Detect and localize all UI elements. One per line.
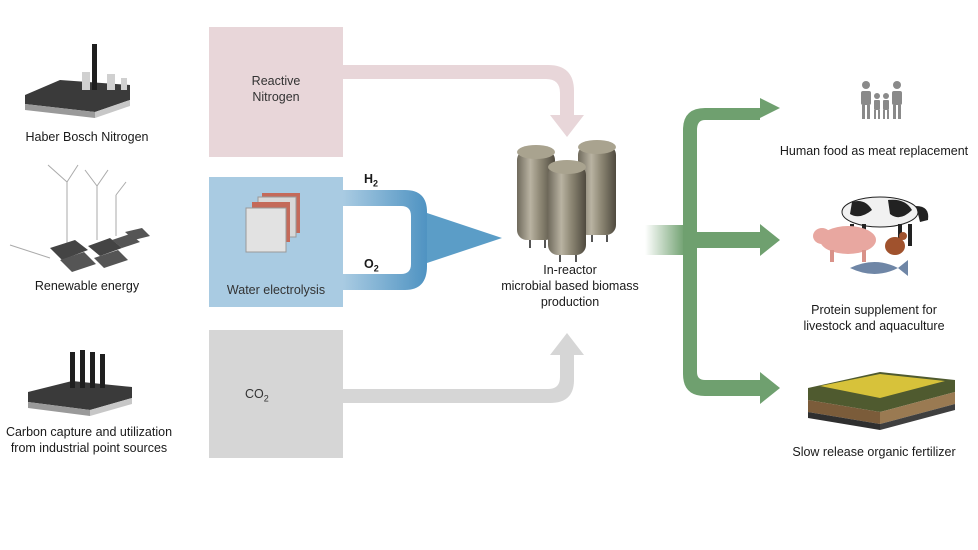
renewable-energy-label: Renewable energy <box>34 279 140 293</box>
o2-subscript: 2 <box>373 263 379 274</box>
bioreactor-icon <box>517 140 616 262</box>
output-fade <box>645 225 685 255</box>
water-electrolysis-label: Water electrolysis <box>226 283 326 297</box>
h2-symbol: H <box>364 172 374 186</box>
o2-label: O2 <box>364 256 379 277</box>
electrolyzer-icon <box>245 193 300 253</box>
carbon-capture-label-line2: from industrial point sources <box>10 441 168 455</box>
o2-symbol: O <box>364 257 374 271</box>
family-icon <box>861 81 902 119</box>
carbon-capture-label-line1: Carbon capture and utilization <box>5 425 173 439</box>
protein-supplement-label-line1: Protein supplement for <box>811 303 937 317</box>
co2-subscript: 2 <box>263 393 269 404</box>
reactor-label-line1: In-reactor <box>543 263 597 277</box>
reactive-nitrogen-box <box>209 27 343 157</box>
livestock-icon <box>813 196 929 276</box>
industrial-plant-icon <box>28 350 132 416</box>
reactive-nitrogen-label-line2: Nitrogen <box>252 90 300 104</box>
co2-arrow <box>343 333 584 403</box>
co2-symbol: CO <box>245 387 264 401</box>
h2-o2-loop <box>343 190 427 290</box>
electrolysis-arrowhead <box>427 213 502 263</box>
h2-subscript: 2 <box>373 178 379 189</box>
reactor-label-line2: microbial based biomass <box>501 279 639 293</box>
wind-solar-icon <box>9 164 150 272</box>
haber-bosch-label: Haber Bosch Nitrogen <box>25 130 149 144</box>
h2-label: H2 <box>364 171 378 192</box>
reactive-nitrogen-label-line1: Reactive <box>251 74 301 88</box>
co2-label: CO2 <box>245 386 269 407</box>
fertilizer-label: Slow release organic fertilizer <box>792 445 956 459</box>
factory-icon <box>25 44 130 118</box>
protein-supplement-label-line2: livestock and aquaculture <box>803 319 945 333</box>
co2-box <box>209 330 343 458</box>
reactor-label-line3: production <box>540 295 600 309</box>
output-trunk <box>683 98 780 404</box>
nitrogen-arrow-body <box>343 65 584 137</box>
human-food-label: Human food as meat replacement <box>779 144 969 158</box>
crop-field-icon <box>808 372 955 430</box>
